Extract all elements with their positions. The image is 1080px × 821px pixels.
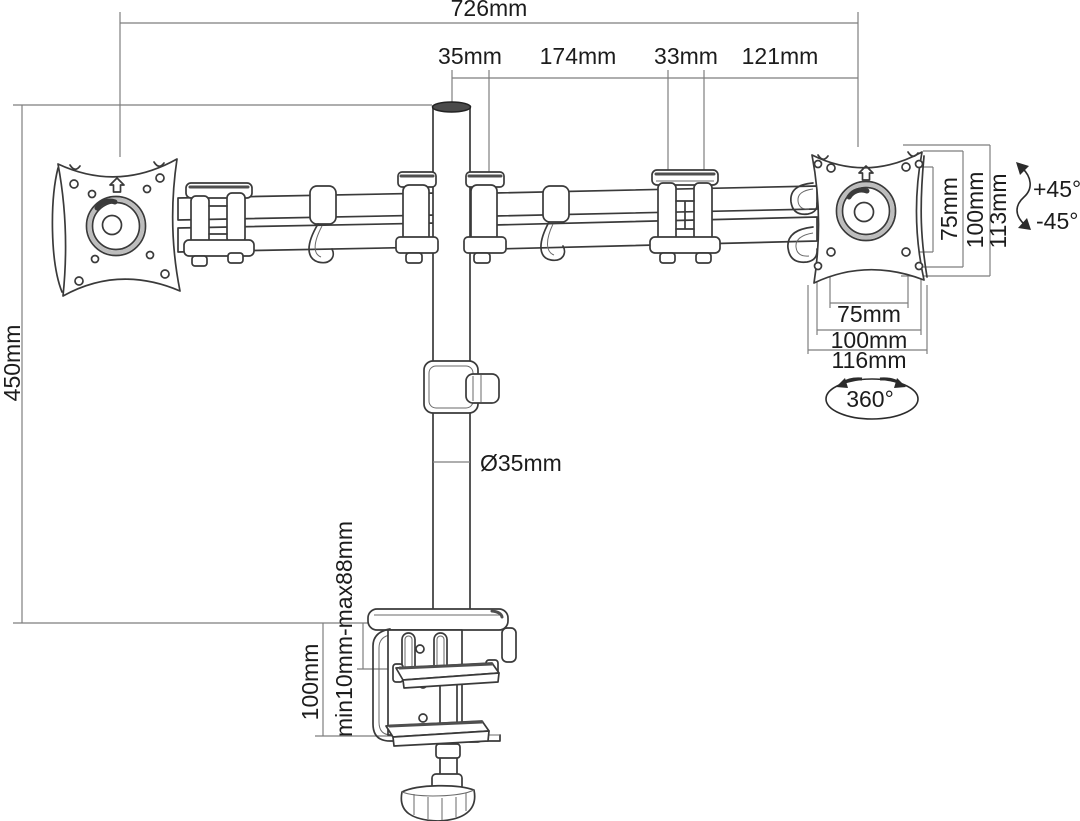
dim-label-plate-height: 113mm (985, 174, 1011, 249)
rotation-ellipse (825, 378, 919, 420)
cable-hooks-right (787, 182, 818, 264)
dim-label-column-height: 450mm (0, 325, 25, 402)
up-arrow-icon (109, 177, 125, 193)
dim-label-desk-thickness: min10mm-max88mm (331, 521, 357, 737)
ball-joint (853, 201, 875, 223)
dim-label-seg-33: 33mm (654, 43, 718, 69)
dim-label-seg-121: 121mm (742, 43, 819, 69)
dim-label-total-width: 726mm (451, 0, 528, 21)
dim-label-seg-174: 174mm (540, 43, 617, 69)
clamp-bottom-flange (385, 720, 490, 747)
dim-label-vesa-h-100: 100mm (831, 327, 908, 353)
tilt-arrow-icon (1016, 162, 1031, 230)
desk-clamp (367, 608, 517, 821)
dimension-annotations: 726mm 35mm 174mm 33mm 121mm 450mm Ø35mm … (0, 0, 1080, 737)
dim-label-vesa-v-75: 75mm (936, 177, 962, 241)
right-vesa-plate (787, 151, 928, 284)
left-arm-joint (183, 182, 255, 267)
clamp-knob (400, 773, 476, 821)
dim-label-vesa-v-100: 100mm (962, 172, 988, 249)
center-joint (395, 171, 507, 264)
clamp-c-bracket (372, 628, 501, 742)
rotation-arrow-right-icon (879, 377, 906, 388)
dim-label-tilt-down: -45° (1036, 208, 1078, 234)
clamp-top-plate (367, 608, 509, 631)
left-vesa-plate (51, 158, 181, 297)
dim-label-seg-35: 35mm (438, 43, 502, 69)
ball-joint (101, 214, 123, 236)
rotation-arrow-left-icon (836, 377, 863, 388)
dim-label-vesa-h-75: 75mm (837, 301, 901, 327)
up-arrow-icon (858, 165, 874, 181)
elbow-joint (649, 169, 721, 264)
dim-label-plate-width: 116mm (832, 347, 907, 373)
right-arm (494, 185, 818, 250)
clamp-mid-plate (392, 659, 500, 689)
center-pole (431, 101, 472, 619)
pole-cap (431, 101, 472, 113)
dim-label-rotation: 360° (846, 386, 894, 412)
dim-label-pole-diameter: Ø35mm (480, 450, 562, 476)
collar-knob (465, 373, 500, 404)
height-collar (423, 360, 500, 414)
dim-label-tilt-up: +45° (1033, 176, 1080, 202)
cable-clip-center (540, 185, 570, 262)
dim-label-clamp-height: 100mm (297, 644, 323, 721)
cable-clip-left (308, 185, 337, 264)
